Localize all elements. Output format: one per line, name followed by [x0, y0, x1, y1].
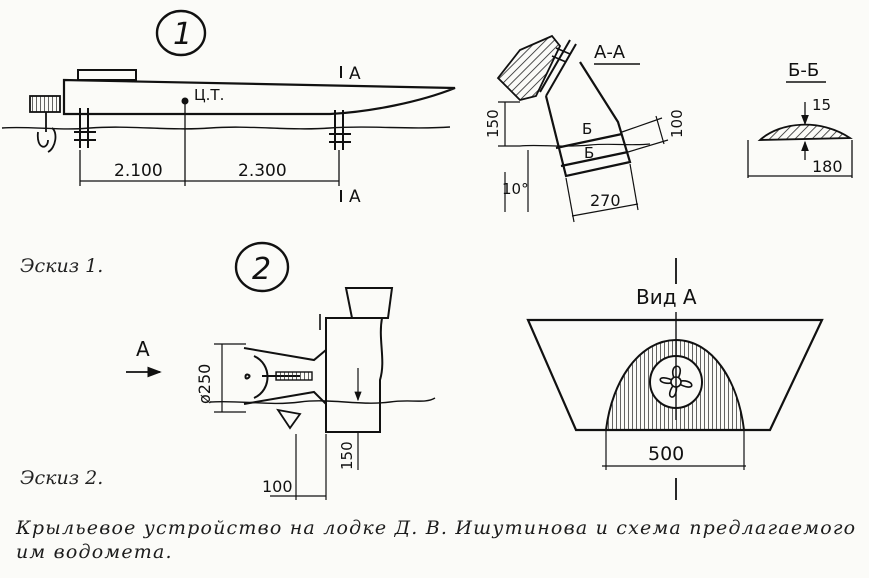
figure-caption: Крыльевое устройство на лодке Д. В. Ишут… [16, 516, 861, 564]
circle-number-2-label: 2 [252, 252, 271, 287]
jet-housing [325, 317, 384, 433]
figure-caption-line-1: Крыльевое устройство на лодке Д. В. Ишут… [16, 517, 857, 539]
foil-lower [560, 150, 629, 168]
circle-number-1 [155, 9, 207, 57]
hull-outline [62, 78, 456, 116]
sketch-1-caption: Эскиз 1. [20, 255, 103, 277]
center-of-gravity-label: Ц.Т. [194, 86, 224, 104]
section-bb-title: Б-Б [788, 60, 819, 81]
sketch-2 [126, 241, 436, 500]
rear-foil-strut [329, 110, 351, 150]
transom-outline [526, 318, 824, 432]
dim-right-label: 2.300 [238, 161, 287, 181]
foil-label-lower: Б [584, 144, 594, 162]
view-arrow-a-label: A [136, 337, 150, 361]
waterline [1, 126, 451, 130]
sketch-1 [1, 9, 456, 202]
section-mark-top-label: A [349, 64, 361, 84]
outboard-motor [29, 95, 61, 113]
diameter-label: ø250 [195, 364, 214, 404]
dim-left-label: 2.100 [114, 161, 163, 181]
section-aa-angle: 10° [502, 180, 529, 198]
foil-profile [757, 123, 853, 141]
foil-frame [544, 61, 632, 178]
section-aa-title: А-А [594, 42, 626, 63]
view-a-width: 500 [648, 443, 684, 465]
center-of-gravity-dot [181, 97, 189, 105]
shaft-hatched [275, 371, 313, 381]
sketch-2-caption: Эскиз 2. [20, 467, 103, 489]
section-aa-dim-strut: 100 [668, 109, 686, 138]
intake-funnel [344, 287, 394, 319]
section-bb-chord: 180 [812, 157, 843, 176]
nozzle-tube [243, 347, 327, 407]
foil-label-upper: Б [582, 120, 592, 138]
view-a-title: Вид А [636, 285, 697, 309]
section-aa [496, 34, 669, 223]
section-bb-thickness: 15 [812, 96, 831, 114]
cabin-block [77, 69, 137, 81]
lower-fin [276, 408, 302, 430]
view-a [526, 258, 824, 500]
dim-offset-label: 100 [262, 477, 293, 496]
hull-section-hatched [496, 34, 562, 101]
dim-immersion-label: 150 [338, 441, 356, 470]
section-aa-dim-height: 150 [484, 109, 502, 138]
motor-leg [36, 112, 57, 153]
circle-number-1-label: 1 [173, 17, 192, 52]
section-bb [747, 102, 853, 178]
section-aa-dim-width: 270 [590, 191, 621, 210]
dimension-line-1 [79, 104, 340, 186]
figure-caption-line-2: им водомета. [16, 541, 173, 563]
waterline-2 [209, 397, 436, 405]
circle-number-2 [234, 241, 290, 293]
section-mark-bottom-label: A [349, 187, 361, 207]
front-foil-strut [74, 108, 96, 148]
